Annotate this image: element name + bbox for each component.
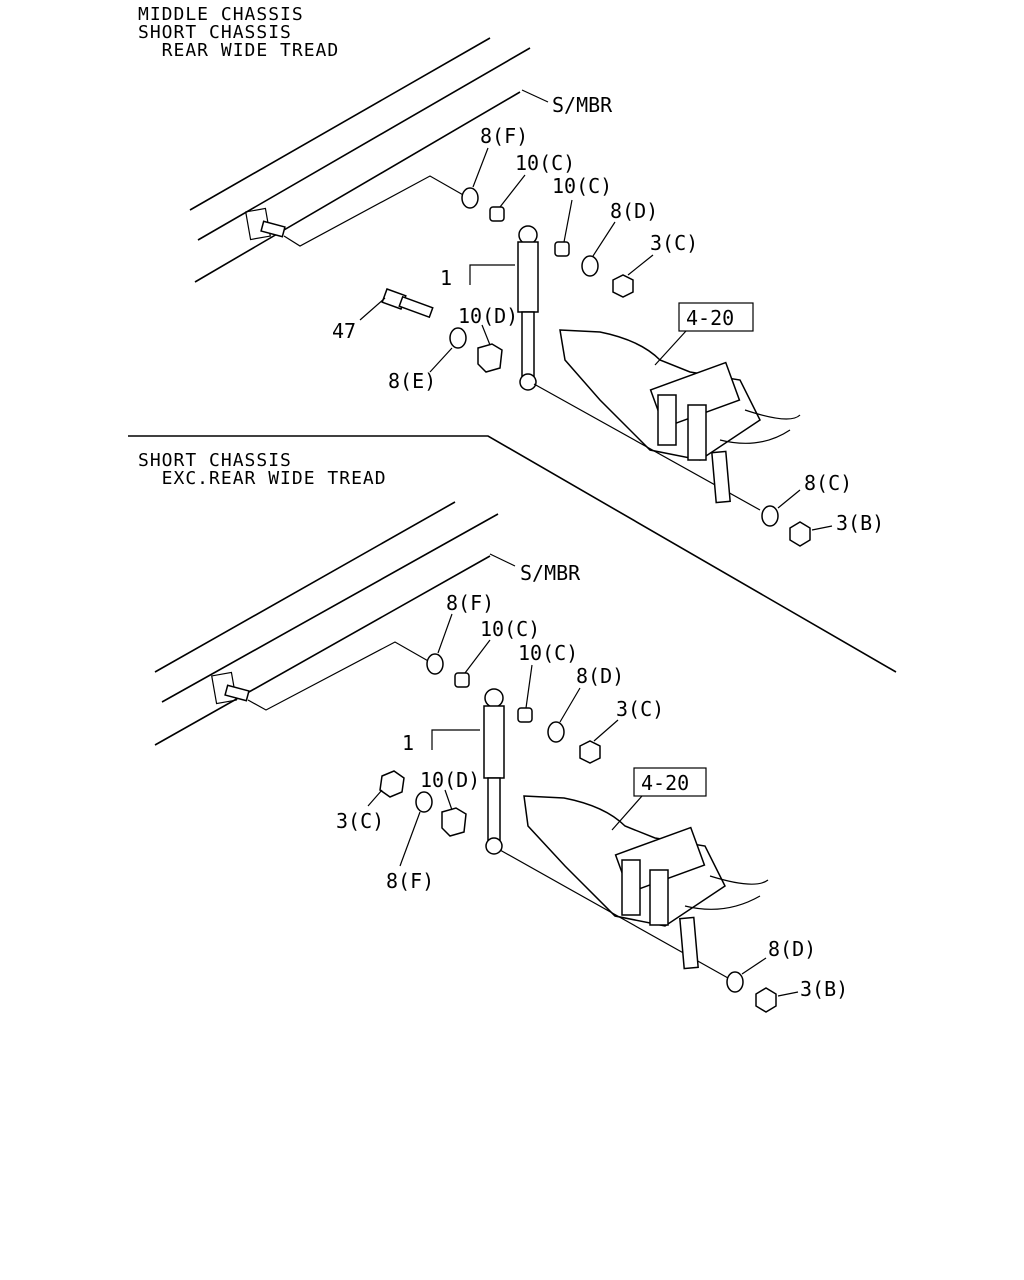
lower-side-member bbox=[154, 501, 516, 746]
lower-ref-4-20: 4-20 bbox=[641, 771, 689, 795]
upper-ref-4-20: 4-20 bbox=[686, 306, 734, 330]
upper-label-3c: 3(C) bbox=[650, 231, 698, 255]
lower-header-line-2: EXC.REAR WIDE TREAD bbox=[138, 468, 387, 489]
lower-ref-box bbox=[633, 767, 707, 797]
upper-label-8e: 8(E) bbox=[388, 369, 436, 393]
lower-nut-3c bbox=[579, 740, 601, 764]
upper-bush-10c-1 bbox=[489, 206, 505, 222]
lower-axle-housing bbox=[499, 795, 769, 979]
lower-label-8f: 8(F) bbox=[446, 591, 494, 615]
lower-label-8d-2: 8(D) bbox=[768, 937, 816, 961]
lower-bush-10c-1 bbox=[454, 672, 470, 688]
upper-bolt-47 bbox=[381, 288, 434, 319]
upper-side-member bbox=[189, 37, 549, 283]
upper-washer-8f bbox=[461, 187, 479, 209]
upper-washer-8c bbox=[761, 505, 779, 527]
lower-label-10d: 10(D) bbox=[420, 768, 480, 792]
lower-washer-8d bbox=[547, 721, 565, 743]
upper-washer-8e bbox=[449, 327, 467, 349]
upper-label-47: 47 bbox=[332, 319, 356, 343]
lower-label-3c-left: 3(C) bbox=[336, 809, 384, 833]
upper-bush-10c-2 bbox=[554, 241, 570, 257]
lower-label-3c: 3(C) bbox=[616, 697, 664, 721]
lower-header-line-1: SHORT CHASSIS bbox=[138, 450, 292, 471]
lower-label-3b: 3(B) bbox=[800, 977, 848, 1001]
upper-label-10d: 10(D) bbox=[458, 304, 518, 328]
upper-mount-pin bbox=[260, 175, 466, 247]
upper-nut-3b bbox=[789, 521, 811, 547]
upper-axle-housing bbox=[533, 329, 801, 511]
upper-nut-3c bbox=[612, 274, 634, 298]
upper-section: MIDDLE CHASSIS SHORT CHASSIS REAR WIDE T… bbox=[138, 4, 884, 547]
upper-label-3b: 3(B) bbox=[836, 511, 884, 535]
lower-bush-10d bbox=[441, 807, 467, 837]
upper-ref-box bbox=[678, 302, 754, 332]
upper-header-line-2: SHORT CHASSIS bbox=[138, 22, 292, 43]
upper-smbr-label: S/MBR bbox=[552, 93, 613, 117]
lower-label-8d: 8(D) bbox=[576, 664, 624, 688]
upper-header-line-1: MIDDLE CHASSIS bbox=[138, 4, 304, 25]
lower-washer-8f bbox=[426, 653, 444, 675]
lower-washer-8f-left bbox=[415, 791, 433, 813]
lower-bush-10c-2 bbox=[517, 707, 533, 723]
lower-shock-absorber bbox=[483, 688, 505, 855]
upper-label-8c: 8(C) bbox=[804, 471, 852, 495]
upper-bush-10d bbox=[477, 343, 503, 373]
lower-section: SHORT CHASSIS EXC.REAR WIDE TREAD S/MBR bbox=[138, 450, 848, 1013]
lower-label-8f-left: 8(F) bbox=[386, 869, 434, 893]
lower-bracket bbox=[679, 916, 699, 970]
upper-label-8f: 8(F) bbox=[480, 124, 528, 148]
lower-washer-8d-2 bbox=[726, 971, 744, 993]
section-divider bbox=[128, 435, 897, 673]
lower-smbr-label: S/MBR bbox=[520, 561, 581, 585]
upper-label-10c-2: 10(C) bbox=[552, 174, 612, 198]
lower-nut-3b bbox=[755, 987, 777, 1013]
upper-shock-absorber bbox=[517, 225, 539, 391]
lower-mount-pin bbox=[224, 641, 431, 711]
upper-label-8d: 8(D) bbox=[610, 199, 658, 223]
upper-header-line-3: REAR WIDE TREAD bbox=[138, 40, 339, 61]
upper-label-10c-1: 10(C) bbox=[515, 151, 575, 175]
lower-label-10c-1: 10(C) bbox=[480, 617, 540, 641]
upper-label-1: 1 bbox=[440, 266, 452, 290]
upper-washer-8d bbox=[581, 255, 599, 277]
lower-label-1: 1 bbox=[402, 731, 414, 755]
upper-bracket bbox=[711, 450, 731, 504]
lower-nut-left-3c bbox=[379, 770, 405, 798]
lower-label-10c-2: 10(C) bbox=[518, 641, 578, 665]
